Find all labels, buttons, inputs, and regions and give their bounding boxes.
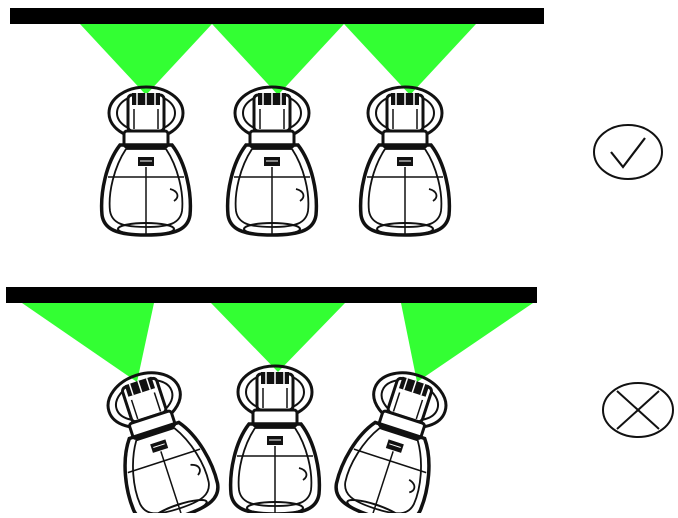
light-fixture [92,359,226,518]
light-fixture [358,85,452,237]
row-correct-installation [10,8,663,237]
light-fixture [328,359,462,518]
light-beam [211,303,345,372]
light-fixture [228,364,322,516]
mounting-rail [6,287,537,303]
cross-circle-icon [602,382,674,438]
light-beam [22,303,154,382]
light-beam [344,24,476,95]
row-incorrect-installation [6,287,674,518]
light-fixture [225,85,319,237]
mounting-rail [10,8,544,24]
light-beam [401,303,533,382]
light-beam [212,24,344,95]
check-circle-icon [593,124,663,180]
light-fixture [99,85,193,237]
light-beam [80,24,212,95]
